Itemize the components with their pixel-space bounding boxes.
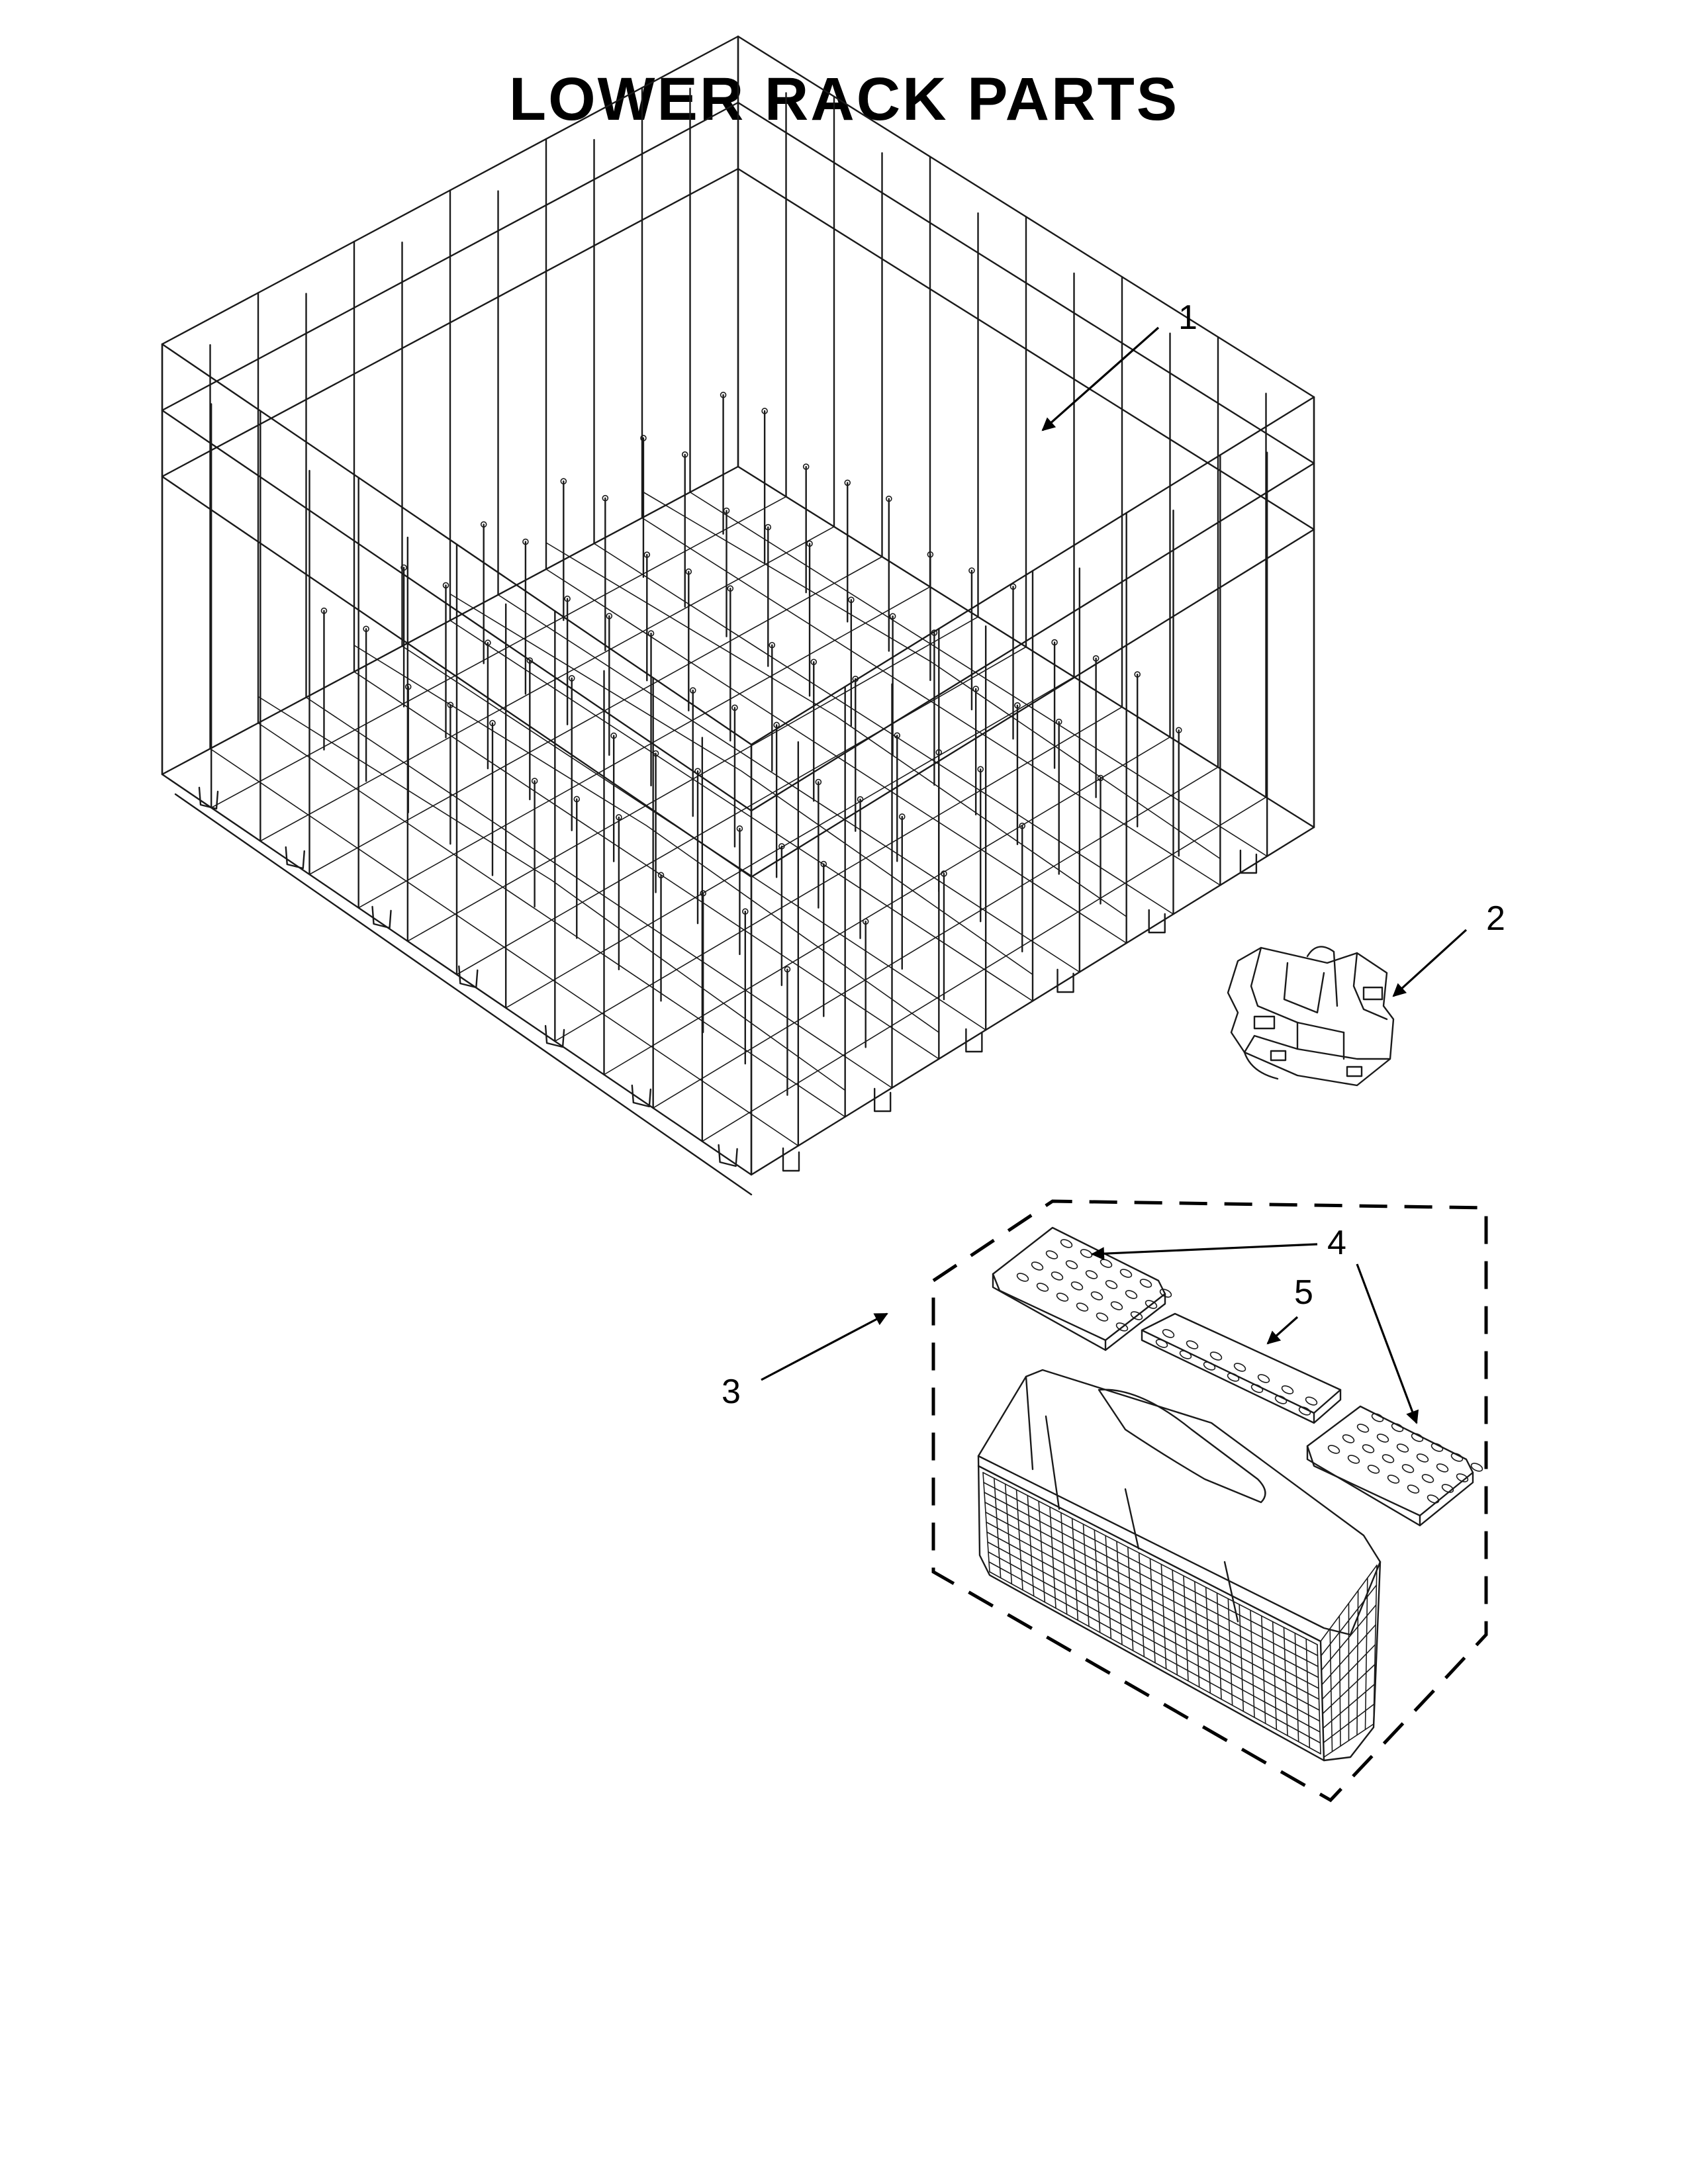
callout-arrow-5 <box>1266 1316 1299 1345</box>
rack-clip-illustration <box>1227 946 1395 1087</box>
callout-number-4: 4 <box>1327 1224 1346 1262</box>
callout-number-1: 1 <box>1178 298 1197 337</box>
callout-number-2: 2 <box>1486 899 1505 938</box>
callout-number-3: 3 <box>722 1373 741 1411</box>
cover-pattern <box>1155 1329 1318 1416</box>
cover-pattern <box>1327 1413 1483 1504</box>
callout-arrow-4b <box>1356 1263 1419 1424</box>
callout-arrows <box>761 326 1468 1424</box>
callout-arrow-3 <box>761 1312 888 1381</box>
basket-cover-left-illustration <box>992 1226 1172 1351</box>
silverware-basket-illustration <box>931 1199 1488 1803</box>
basket-cover-right-illustration <box>1306 1405 1483 1527</box>
cover-pattern <box>1016 1239 1172 1332</box>
callout-arrow-4a <box>1091 1243 1318 1261</box>
callout-arrow-1 <box>1041 326 1160 432</box>
lower-rack-illustration <box>161 35 1315 1196</box>
rack-back-wires <box>161 35 1315 1147</box>
basket-cover-center-illustration <box>1141 1312 1342 1424</box>
rack-front-wires <box>161 101 1315 1196</box>
callout-arrow-2 <box>1392 929 1468 997</box>
rack-wheels <box>198 786 1258 1172</box>
callout-number-5: 5 <box>1294 1273 1313 1312</box>
basket-grid <box>982 1472 1378 1758</box>
rack-tines <box>258 391 1221 1096</box>
